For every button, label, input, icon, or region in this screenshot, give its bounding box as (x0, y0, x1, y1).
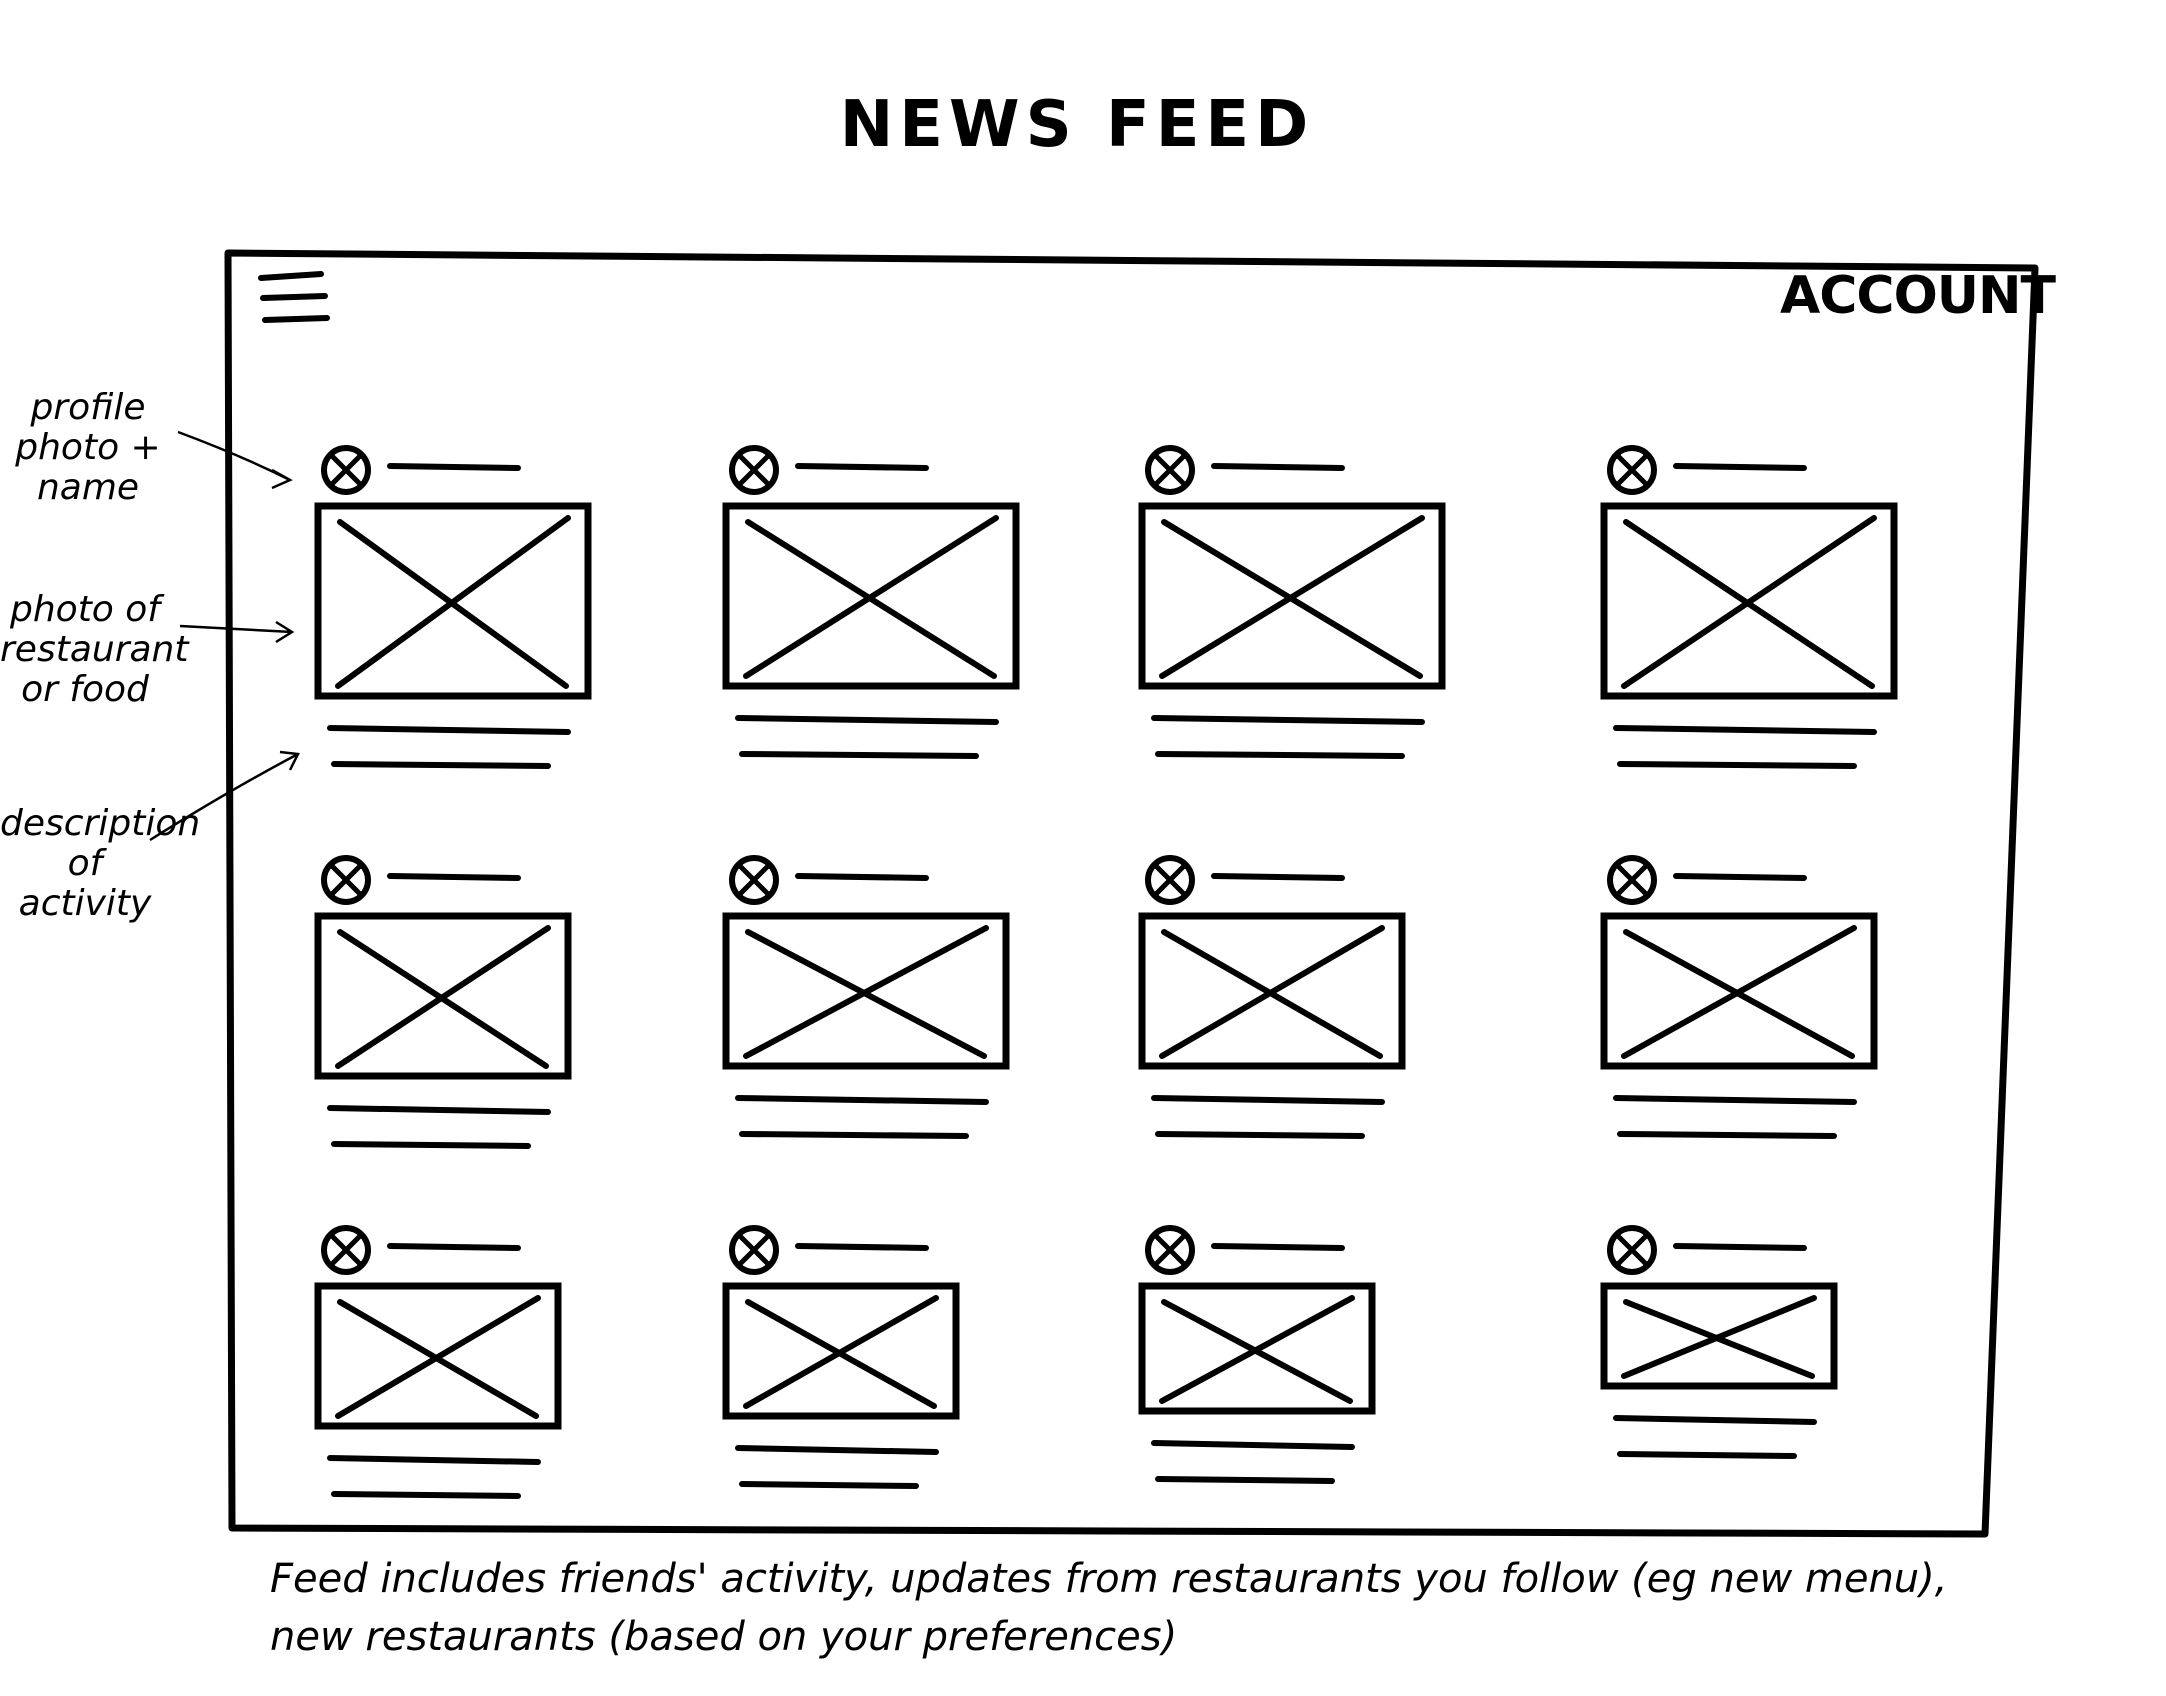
activity-description-line (327, 1455, 541, 1465)
activity-description-line (735, 715, 999, 725)
annotation-profile-photo-name: profile photo + name (15, 387, 161, 508)
image-placeholder-icon (314, 1282, 562, 1430)
profile-photo-placeholder-icon (1607, 855, 1657, 905)
user-name-placeholder (1211, 1243, 1345, 1251)
annotation-description-of-activity: description of activity (0, 803, 201, 924)
user-name-placeholder (1673, 1243, 1807, 1251)
image-placeholder-icon (1600, 502, 1898, 700)
arrow-profile-head (271, 468, 293, 490)
feed-card[interactable] (314, 1225, 562, 1499)
image-placeholder-icon (722, 912, 1010, 1070)
activity-description-line (1617, 1451, 1797, 1459)
arrow-desc (149, 752, 299, 842)
activity-description-line (331, 1141, 531, 1149)
feed-card[interactable] (1600, 1225, 1838, 1459)
screen-frame (224, 249, 2039, 1538)
activity-description-line (739, 751, 979, 759)
annotation-photo-of-restaurant: photo of restaurant or food (0, 589, 189, 710)
profile-photo-placeholder-icon (1607, 445, 1657, 495)
image-placeholder-icon (1138, 1282, 1376, 1415)
feed-card[interactable] (722, 1225, 960, 1489)
footer-note-line-2: new restaurants (based on your preferenc… (270, 1614, 1178, 1660)
user-name-placeholder (387, 1243, 521, 1251)
page-title: NEWS FEED (839, 88, 1315, 162)
image-placeholder-icon (722, 1282, 960, 1420)
activity-description-line (1613, 1095, 1857, 1105)
feed-card[interactable] (1138, 855, 1406, 1139)
user-name-placeholder (1211, 873, 1345, 881)
profile-photo-placeholder-icon (1145, 855, 1195, 905)
image-placeholder-icon (1138, 502, 1446, 690)
activity-description-line (331, 761, 551, 769)
activity-description-line (1617, 761, 1857, 769)
user-name-placeholder (387, 463, 521, 471)
profile-photo-placeholder-icon (1145, 445, 1195, 495)
activity-description-line (1155, 751, 1405, 759)
user-name-placeholder (795, 463, 929, 471)
feed-card[interactable] (314, 855, 572, 1149)
hamburger-menu-icon[interactable] (255, 268, 335, 332)
activity-description-line (1617, 1131, 1837, 1139)
activity-description-line (739, 1131, 969, 1139)
footer-note: Feed includes friends' activity, updates… (270, 1550, 2130, 1666)
user-name-placeholder (795, 873, 929, 881)
profile-photo-placeholder-icon (729, 1225, 779, 1275)
arrow-profile (177, 430, 291, 482)
image-placeholder-icon (722, 502, 1020, 690)
activity-description-line (1151, 715, 1425, 725)
arrow-photo-head (275, 620, 295, 644)
profile-photo-placeholder-icon (321, 1225, 371, 1275)
activity-description-line (735, 1095, 989, 1105)
activity-description-line (1613, 725, 1877, 735)
image-placeholder-icon (1600, 912, 1878, 1070)
arrow-photo (179, 624, 293, 634)
feed-card[interactable] (314, 445, 592, 769)
image-placeholder-icon (314, 912, 572, 1080)
feed-card[interactable] (1138, 445, 1446, 759)
feed-card[interactable] (722, 445, 1020, 759)
arrow-desc-head (279, 750, 300, 771)
feed-card[interactable] (1600, 855, 1878, 1139)
user-name-placeholder (795, 1243, 929, 1251)
annotation-arrows (149, 430, 300, 842)
activity-description-line (331, 1491, 521, 1499)
image-placeholder-icon (1138, 912, 1406, 1070)
activity-description-line (327, 725, 571, 735)
feed-card[interactable] (1600, 445, 1898, 769)
footer-note-line-1: Feed includes friends' activity, updates… (270, 1556, 1948, 1602)
image-placeholder-icon (314, 502, 592, 700)
account-link[interactable]: ACCOUNT (1780, 266, 2056, 326)
user-name-placeholder (1673, 873, 1807, 881)
activity-description-line (739, 1481, 919, 1489)
user-name-placeholder (387, 873, 521, 881)
activity-description-line (327, 1105, 551, 1115)
user-name-placeholder (1211, 463, 1345, 471)
activity-description-line (1151, 1095, 1385, 1105)
profile-photo-placeholder-icon (1607, 1225, 1657, 1275)
profile-photo-placeholder-icon (729, 855, 779, 905)
activity-description-line (1613, 1415, 1817, 1425)
user-name-placeholder (1673, 463, 1807, 471)
profile-photo-placeholder-icon (729, 445, 779, 495)
profile-photo-placeholder-icon (321, 445, 371, 495)
activity-description-line (735, 1445, 939, 1455)
profile-photo-placeholder-icon (321, 855, 371, 905)
feed-card[interactable] (722, 855, 1010, 1139)
image-placeholder-icon (1600, 1282, 1838, 1390)
activity-description-line (1151, 1440, 1355, 1450)
activity-description-line (1155, 1476, 1335, 1484)
activity-description-line (1155, 1131, 1365, 1139)
feed-card[interactable] (1138, 1225, 1376, 1484)
profile-photo-placeholder-icon (1145, 1225, 1195, 1275)
